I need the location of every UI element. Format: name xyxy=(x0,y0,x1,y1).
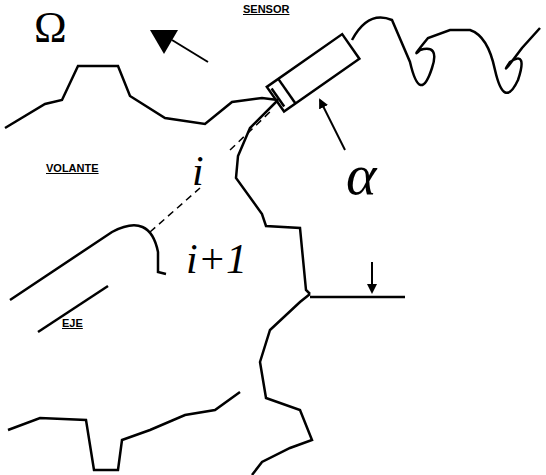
flywheel-rim xyxy=(8,392,240,470)
flywheel-rim xyxy=(5,66,278,128)
shaft-outline xyxy=(10,225,166,300)
tooth-index: i+1 xyxy=(186,238,247,280)
radial-line xyxy=(150,188,200,232)
leader-arrow xyxy=(320,100,345,150)
reference-line xyxy=(310,296,405,299)
reference-arrow xyxy=(371,262,373,292)
radial-line xyxy=(230,110,272,150)
shaft-outline xyxy=(38,286,108,332)
sensor-body xyxy=(267,34,360,111)
gear-tooth xyxy=(236,100,310,294)
part-name: SENSOR xyxy=(243,4,289,15)
part-name: VOLANTE xyxy=(46,163,99,174)
speed-symbol: Ω xyxy=(34,6,67,50)
gear-tooth xyxy=(252,294,312,475)
sensor-cable xyxy=(352,18,540,93)
rotation-arrow xyxy=(172,40,208,62)
tooth-index: i xyxy=(192,150,204,192)
part-name: EJE xyxy=(62,318,83,329)
angle-symbol: α xyxy=(346,146,376,204)
